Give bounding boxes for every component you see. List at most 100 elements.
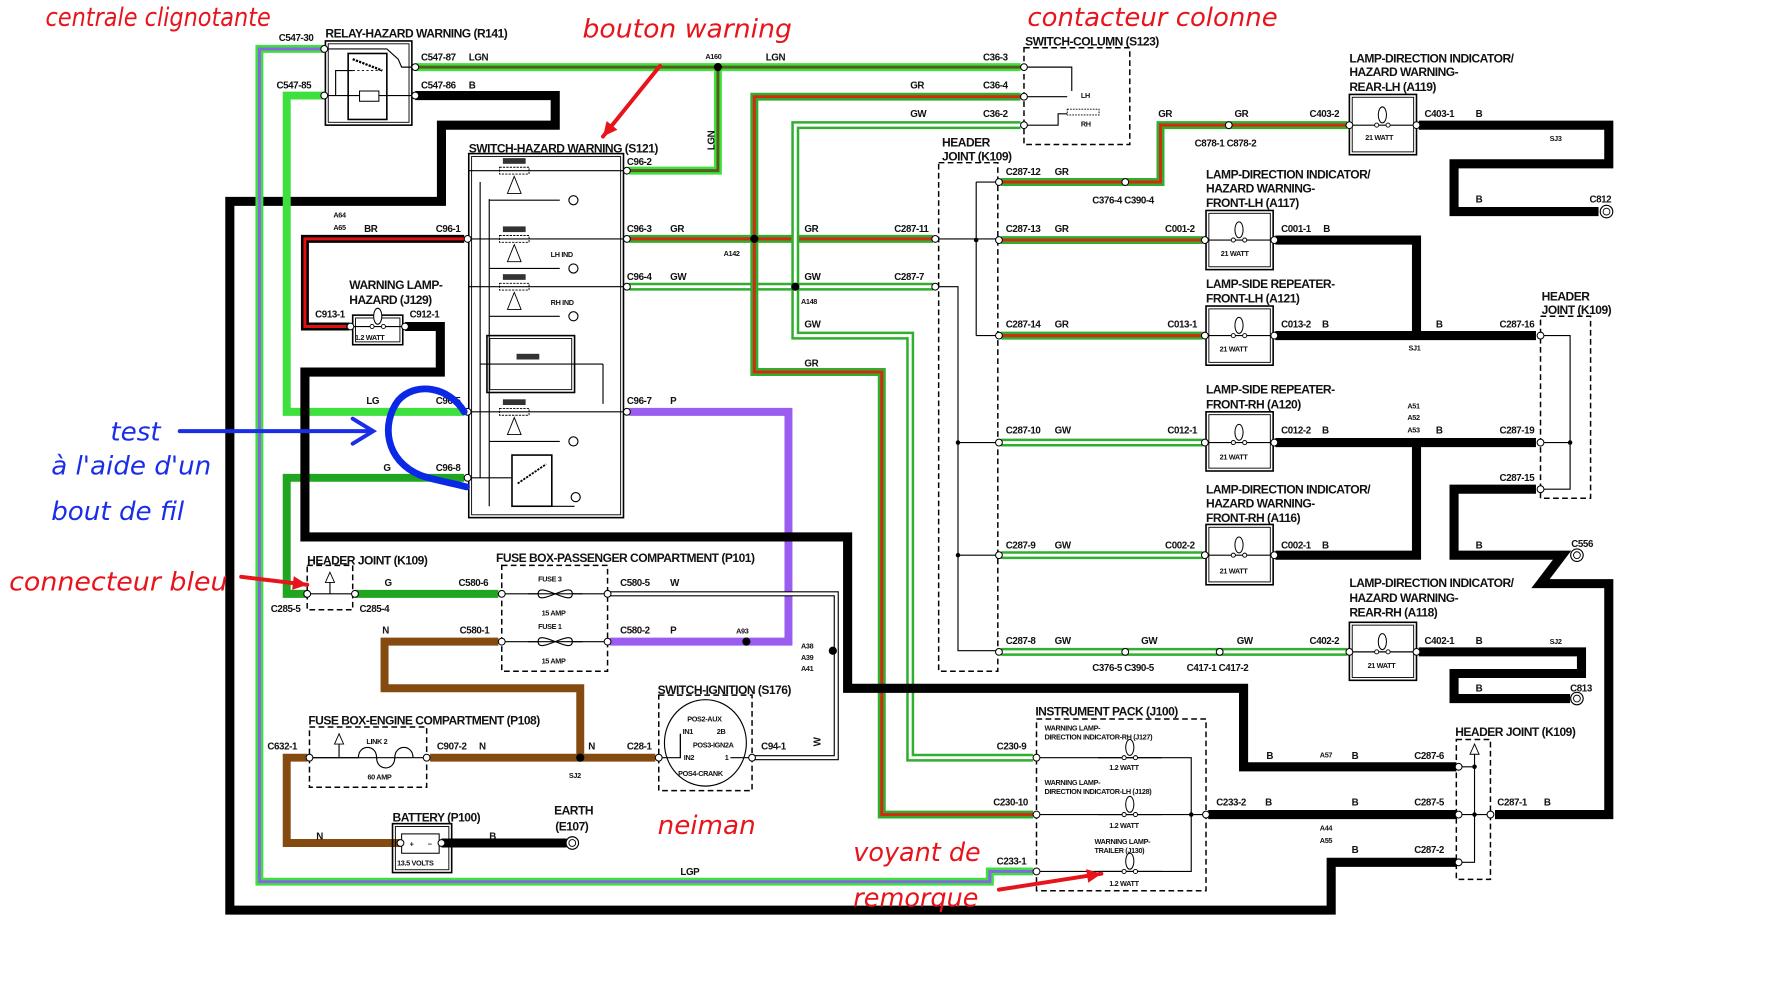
wire-color-code: B xyxy=(1476,540,1483,551)
label-c547-86: C547-86 xyxy=(421,81,457,92)
bulb-icon xyxy=(568,311,579,322)
bulb-contact xyxy=(1132,755,1138,761)
lamp-front-rh-box-inner xyxy=(1208,526,1271,583)
ground-icon xyxy=(1599,204,1614,219)
label-c580-2: C580-2 xyxy=(620,626,651,637)
connector-pin xyxy=(995,331,1003,340)
label-sw-col: SWITCH-COLUMN (S123) xyxy=(1025,35,1159,49)
wire-b xyxy=(1418,647,1587,704)
label-j127: 1.2 WATT xyxy=(1109,763,1139,772)
connector-pin xyxy=(1032,810,1041,819)
diode-icon xyxy=(333,732,345,745)
label-c013-1: C013-1 xyxy=(1167,320,1198,331)
wire-b xyxy=(1449,484,1614,820)
annotation-neiman: neiman xyxy=(658,811,756,841)
wire-gw-stripe xyxy=(793,123,1034,760)
label-j129-1: WARNING LAMP- xyxy=(349,278,443,292)
internal-line xyxy=(1023,113,1068,126)
bulb-contact xyxy=(369,324,375,330)
connector-pin xyxy=(1454,858,1463,867)
switch-ignition-box xyxy=(658,694,753,792)
label-c878: C878-1 C878-2 xyxy=(1195,139,1258,150)
wire-color-code: N xyxy=(588,742,595,753)
battery-minus: − xyxy=(428,839,432,848)
arrow-bouton-warning-head-icon xyxy=(603,121,618,137)
battery-box-inner xyxy=(394,826,450,871)
connector-pin xyxy=(1270,236,1279,244)
connector-pin xyxy=(396,839,405,847)
connector-pin xyxy=(320,91,329,100)
label-battery: 13.5 VOLTS xyxy=(397,859,434,868)
connector-pin xyxy=(1536,438,1545,447)
arrow-bouton-warning xyxy=(601,63,662,139)
label-c012-2: C012-2 xyxy=(1281,425,1312,436)
label-in1: IN1 xyxy=(683,727,694,736)
label-j129: 1.2 WATT xyxy=(355,333,385,342)
connector-pin xyxy=(1345,121,1354,130)
splice-junction xyxy=(1411,331,1420,340)
bulb-contact xyxy=(1230,440,1236,446)
label-c417: C417-1 C417-2 xyxy=(1187,663,1250,674)
wire-b xyxy=(225,91,1457,915)
connector-pin xyxy=(1215,647,1224,656)
label-hj-right-1: HEADER xyxy=(1542,289,1591,303)
arrow-test-head-icon xyxy=(350,416,378,446)
label-a119: 21 WATT xyxy=(1365,133,1394,142)
junction-dot xyxy=(1472,764,1477,770)
column-switch-contact xyxy=(1066,108,1100,116)
label-j130-2: TRAILER (J130) xyxy=(1095,846,1146,855)
label-hj-left: HEADER JOINT (K109) xyxy=(307,553,428,567)
wire-color-code: B xyxy=(1544,797,1551,808)
switch-hazard-warning-box xyxy=(467,152,625,519)
label-a52: A52 xyxy=(1407,413,1420,422)
label-c96-5: C96-5 xyxy=(436,396,462,407)
side-repeater-front-rh-box-inner xyxy=(1208,414,1271,469)
splice-junction xyxy=(750,234,759,244)
connector-pin xyxy=(1200,236,1209,244)
label-c287-14: C287-14 xyxy=(1006,320,1042,331)
bulb-icon xyxy=(568,263,579,274)
bulb-icon xyxy=(570,492,581,503)
connector-pin xyxy=(463,234,472,243)
header-joint-right-box xyxy=(1539,315,1592,500)
label-hj-bottom: HEADER JOINT (K109) xyxy=(1455,725,1576,739)
connector-pin xyxy=(995,438,1003,447)
label-c580-1: C580-1 xyxy=(460,626,491,637)
switch-contact-2-actuator xyxy=(502,226,526,233)
arrow-voyant-remorque xyxy=(996,871,1104,892)
wire-color-code: W xyxy=(812,736,823,746)
fuse-box-passenger-box xyxy=(501,564,609,672)
label-c233-1: C233-1 xyxy=(997,857,1028,868)
connector-pin xyxy=(1200,438,1209,447)
junction-dot xyxy=(1472,812,1477,817)
junction-dot xyxy=(1567,440,1573,445)
relay-contact-icon xyxy=(352,58,383,72)
label-a120-1: LAMP-SIDE REPEATER- xyxy=(1206,383,1335,397)
annotation-test1: test xyxy=(110,417,162,447)
bulb-contact xyxy=(1374,649,1380,655)
label-fuse1: 15 AMP xyxy=(542,656,566,665)
connector-pin xyxy=(1454,762,1463,771)
label-a57: A57 xyxy=(1320,751,1333,760)
ground-icon-inner xyxy=(1602,207,1611,216)
label-c287-5: C287-5 xyxy=(1414,797,1445,808)
bulb-contact xyxy=(1385,649,1391,655)
bulb-contact xyxy=(1132,812,1138,818)
bulb-contact xyxy=(1242,440,1248,446)
wire-color-code: B xyxy=(1266,751,1273,762)
connector-pin xyxy=(603,589,612,598)
wire-color-code: LGN xyxy=(766,52,786,63)
relay-inner-box xyxy=(347,52,388,121)
label-c36-2: C36-2 xyxy=(983,109,1009,120)
label-sj3: SJ3 xyxy=(1550,134,1562,143)
connector-pin xyxy=(497,637,506,646)
side-repeater-front-rh-box xyxy=(1205,411,1274,472)
wire-color-code: B xyxy=(1476,636,1483,647)
label-rh-ind: RH IND xyxy=(551,298,574,307)
label-c230-10: C230-10 xyxy=(993,797,1029,808)
wire-color-code: BR xyxy=(364,224,378,235)
label-c96-4: C96-4 xyxy=(627,272,653,283)
label-hj-mid-2: JOINT (K109) xyxy=(942,149,1012,163)
label-pos4: POS4-CRANK xyxy=(678,769,724,778)
